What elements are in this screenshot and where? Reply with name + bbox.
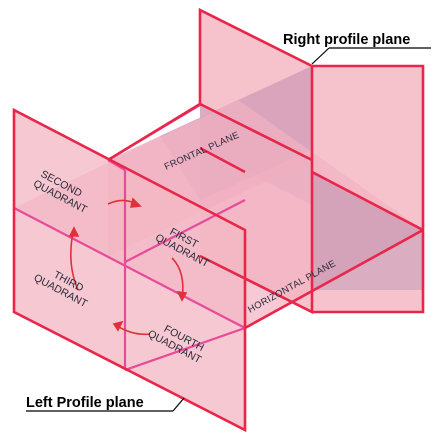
left-profile-plane bbox=[14, 110, 245, 430]
horizontal-plane-shadow bbox=[312, 172, 423, 290]
outer-edges bbox=[12, 7, 425, 433]
right-profile-callout: Right profile plane bbox=[283, 32, 410, 48]
rotation-arrows bbox=[68, 197, 188, 336]
right-profile-leader bbox=[311, 47, 330, 65]
left-profile-leader bbox=[172, 397, 185, 412]
left-profile-callout: Left Profile plane bbox=[26, 395, 144, 411]
